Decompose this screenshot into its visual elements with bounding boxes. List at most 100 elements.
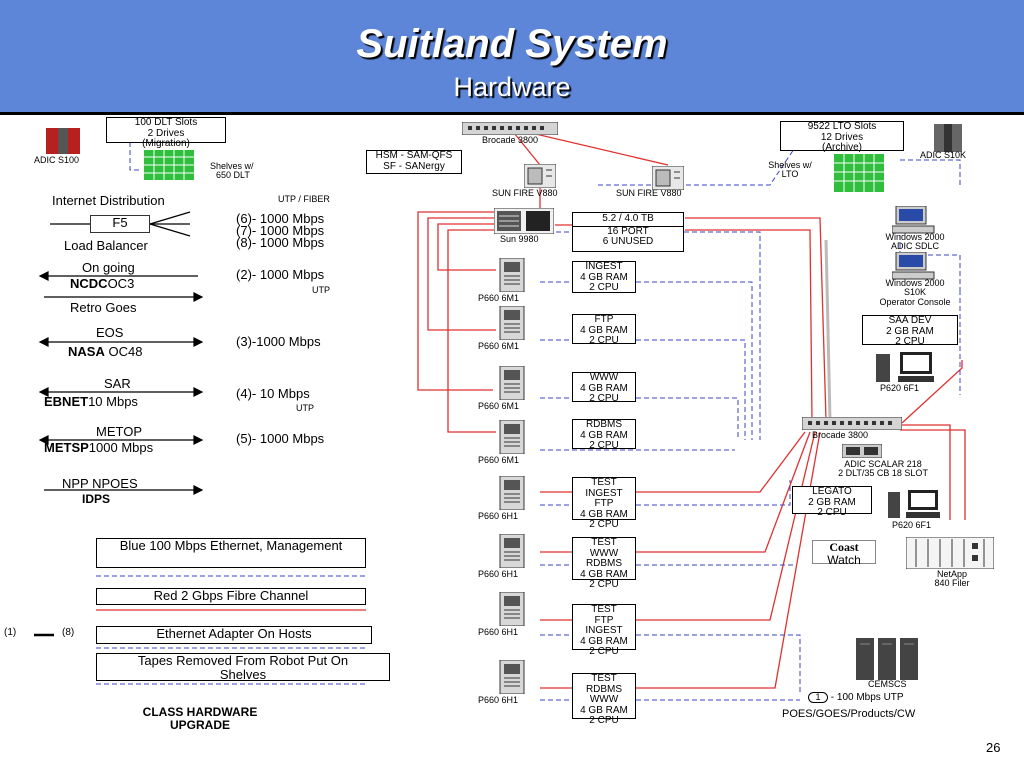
storage-ports: 16 PORT xyxy=(607,225,649,237)
conn-speed: 1000 Mbps xyxy=(259,267,325,282)
conn-4: (4)- 10 Mbps xyxy=(236,386,310,401)
host-label: P660 6H1 xyxy=(478,511,519,521)
shelf-icon xyxy=(834,154,884,192)
ncdc-label: NCDCOC3 xyxy=(70,277,134,291)
ebnet-speed: 10 Mbps xyxy=(88,394,138,409)
netapp-line: 840 Filer xyxy=(934,578,970,589)
host-spec-line: 2 CPU xyxy=(589,335,619,346)
tape-drive-icon xyxy=(842,444,882,458)
utp-label: UTP xyxy=(312,285,330,295)
storage-box: 5.2 / 4.0 TB 16 PORT 6 UNUSED xyxy=(572,212,684,252)
shelves-dlt-label: Shelves w/650 DLT xyxy=(210,161,254,181)
class-hardware-label: CLASS HARDWARE xyxy=(142,705,258,719)
fibre-link xyxy=(900,424,951,520)
host-spec-line: WWW xyxy=(589,694,619,705)
fibre-link xyxy=(685,217,827,421)
workstation-icon xyxy=(892,206,935,234)
hsm-line: HSM - SAM-QFS xyxy=(375,150,453,161)
idps-label: IDPS xyxy=(82,492,111,506)
arrow-head xyxy=(193,435,204,445)
server-icon xyxy=(499,258,525,292)
conn-5: (5)- 1000 Mbps xyxy=(236,431,325,446)
host-spec-line: RDBMS xyxy=(585,558,623,569)
management-link xyxy=(824,239,832,421)
watch-label: Watch xyxy=(827,552,861,567)
conn-num: 2 xyxy=(240,267,248,282)
page-subtitle: Hardware xyxy=(453,72,571,102)
saa-line: 2 GB RAM xyxy=(886,325,934,337)
legato-box: LEGATO 2 GB RAM 2 CPU xyxy=(792,486,872,518)
conn-speed: 1000 Mbps xyxy=(259,431,325,446)
windows-line: ADIC SDLC xyxy=(890,241,939,252)
workstation-icon xyxy=(892,252,935,280)
arrow-head xyxy=(193,387,204,397)
server-icon xyxy=(499,660,525,694)
nasa-name: NASA xyxy=(68,344,105,359)
fibre-link xyxy=(900,429,966,520)
host-spec-line: 4 GB RAM xyxy=(580,324,628,336)
ethernet-link xyxy=(899,235,961,290)
fibre-link xyxy=(901,360,963,424)
f5-conn-2: (7)- 1000 Mbps xyxy=(236,223,325,238)
legend-range: (1) xyxy=(4,627,17,638)
host-spec-line: TEST xyxy=(591,477,617,488)
metop-label: METOP xyxy=(96,424,142,439)
host-spec-line: 4 GB RAM xyxy=(580,568,628,580)
tape-library-icon xyxy=(46,128,80,154)
shelves-line: Shelves w/ xyxy=(768,160,812,170)
arrow-head xyxy=(193,337,204,347)
windows-line: Windows 2000 xyxy=(885,278,945,288)
legend-blue: Blue 100 Mbps Ethernet, Management xyxy=(96,538,366,568)
legato-line: 2 GB RAM xyxy=(808,496,856,508)
legend-range-end: (8) xyxy=(62,627,75,638)
conn-num: 5 xyxy=(240,431,248,446)
windows-line: Windows 2000 xyxy=(885,232,945,242)
fibre-link xyxy=(685,229,813,421)
utp-label-2: UTP xyxy=(296,403,314,413)
dlt-slots-line: 100 DLT Slots xyxy=(134,117,198,128)
poes-note-text: - 100 Mbps UTP xyxy=(830,692,904,703)
internet-label: Internet Distribution xyxy=(52,193,165,208)
conn-num: 7 xyxy=(240,223,248,238)
conn-num: 6 xyxy=(240,211,248,226)
server-icon xyxy=(499,592,525,626)
host-label: P660 6H1 xyxy=(478,695,519,705)
utp-fiber-label: UTP / FIBER xyxy=(278,194,330,204)
host-spec-line: RDBMS xyxy=(585,419,623,430)
host-spec-line: TEST xyxy=(591,537,617,548)
lto-line: (Archive) xyxy=(821,142,862,153)
brocade-top-label: Brocade 3800 xyxy=(482,135,539,145)
arrow-head xyxy=(38,387,49,397)
conn-speed: 1000 Mbps xyxy=(256,334,321,349)
page-number: 26 xyxy=(986,740,1001,755)
host-spec-line: TEST xyxy=(591,673,617,684)
server-icon xyxy=(499,476,525,510)
tape-library-icon xyxy=(934,124,962,152)
shelves-line: 650 DLT xyxy=(216,170,250,181)
cemscs-label: CEMSCS xyxy=(868,679,907,689)
hsm-line: SF - SANergy xyxy=(383,160,445,172)
host-spec-line: 2 CPU xyxy=(589,440,619,451)
saa-line: SAA DEV xyxy=(888,315,932,326)
host-spec-line: FTP xyxy=(594,498,614,509)
metsp-speed: 1000 Mbps xyxy=(88,440,154,455)
legend-red: Red 2 Gbps Fibre Channel xyxy=(96,588,366,605)
storage-array-icon xyxy=(494,208,554,234)
hsm-box: HSM - SAM-QFS SF - SANergy xyxy=(366,150,462,174)
legato-line: LEGATO xyxy=(812,486,852,497)
dlt-slots-line: 2 Drives xyxy=(147,127,185,139)
conn-speed: 1000 Mbps xyxy=(259,223,325,238)
host-label: P660 6M1 xyxy=(478,293,520,303)
sun-9980-label: Sun 9980 xyxy=(500,234,539,244)
netapp-line: NetApp xyxy=(936,569,968,579)
server-icon xyxy=(499,306,525,340)
lto-line: 12 Drives xyxy=(820,131,864,143)
ethernet-link xyxy=(540,281,753,440)
legend-adapter: Ethernet Adapter On Hosts xyxy=(96,626,372,644)
host-spec-line: 4 GB RAM xyxy=(580,382,628,394)
